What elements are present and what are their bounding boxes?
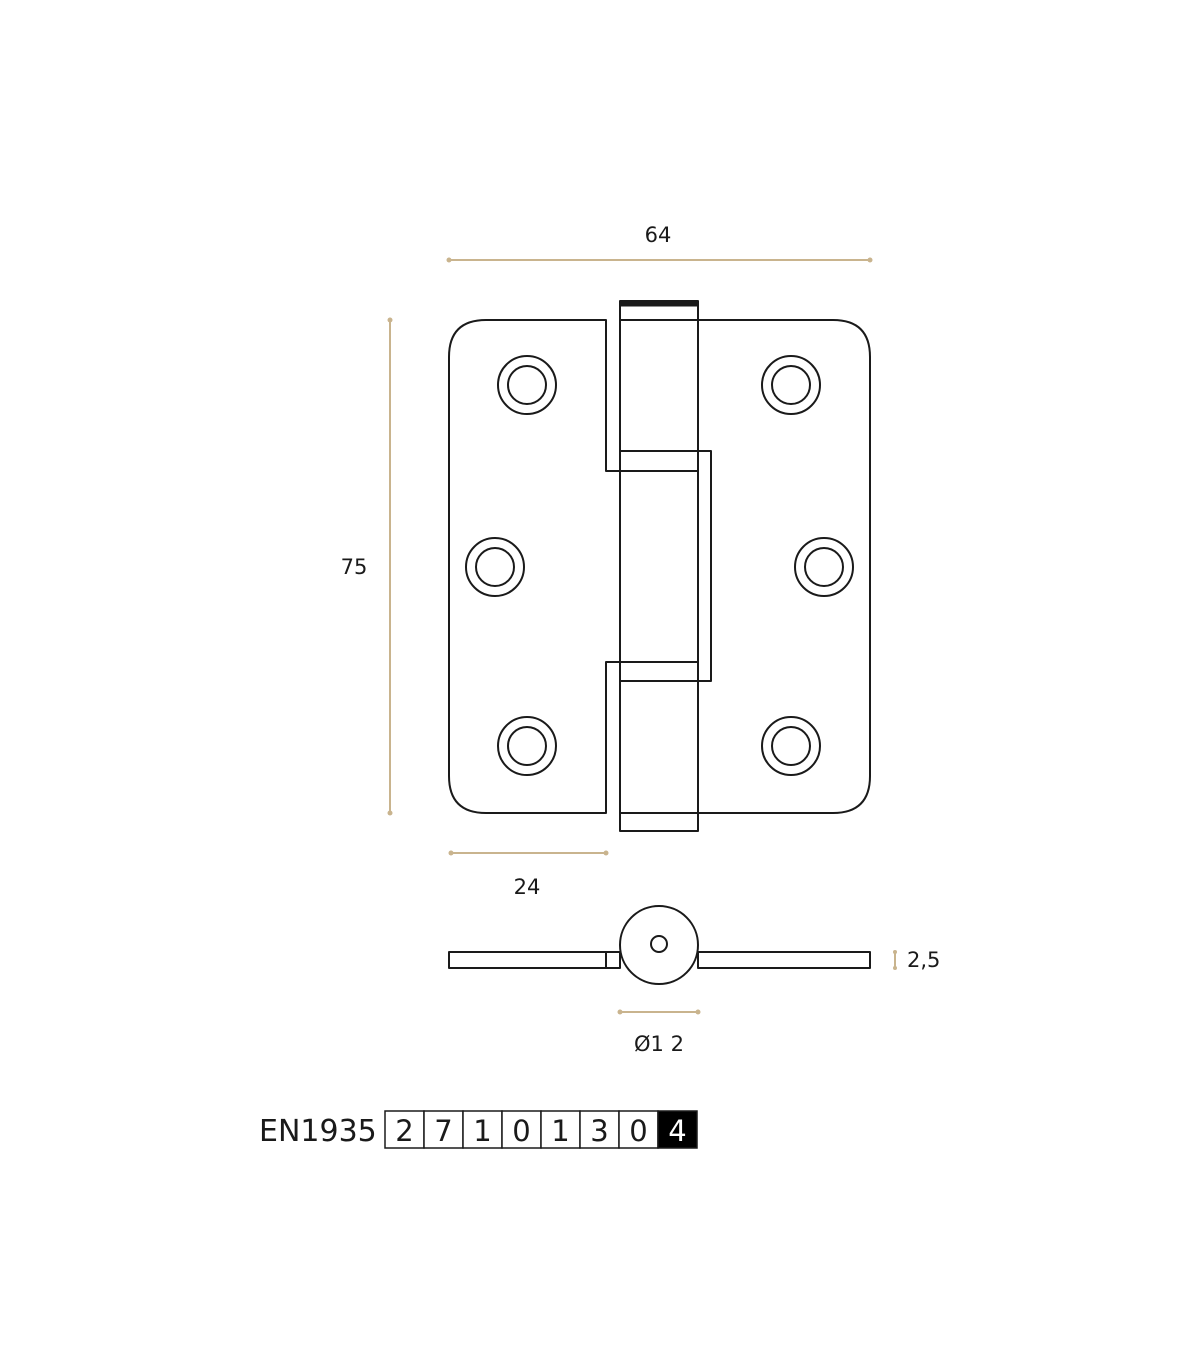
screw-hole — [794, 537, 854, 597]
dimension-width: 64 — [446, 223, 873, 263]
code-digit: 2 — [395, 1114, 413, 1148]
dimension-height-label: 75 — [341, 555, 368, 579]
right-leaf — [697, 319, 871, 814]
left-leaf — [448, 319, 621, 814]
screw-hole — [465, 537, 525, 597]
dimension-leaf-width-label: 24 — [514, 875, 541, 899]
dimension-thickness: 2,5 — [893, 948, 940, 972]
middle-knuckle — [620, 450, 712, 682]
hinge-front-view — [448, 300, 871, 832]
code-digit: 0 — [629, 1114, 647, 1148]
code-digit: 1 — [473, 1114, 491, 1148]
dimension-width-label: 64 — [645, 223, 672, 247]
code-cell — [579, 1110, 620, 1149]
hinge-side-view — [448, 905, 871, 985]
code-cell-highlighted — [657, 1110, 698, 1149]
code-digit: 1 — [551, 1114, 569, 1148]
code-cell — [501, 1110, 542, 1149]
certification-standard-label: EN1935 — [259, 1114, 377, 1149]
code-cell — [540, 1110, 581, 1149]
code-cell — [423, 1110, 464, 1149]
screw-hole — [497, 716, 557, 776]
code-cell — [462, 1110, 503, 1149]
code-digit: 3 — [590, 1114, 608, 1148]
side-leaf-left — [448, 951, 621, 969]
knuckle-column — [619, 300, 699, 832]
side-knuckle — [619, 905, 699, 985]
dimension-height: 75 — [341, 317, 393, 816]
dimension-diameter: Ø1 2 — [617, 1009, 701, 1056]
code-cell — [384, 1110, 425, 1149]
side-pin-hole — [650, 935, 668, 953]
dimension-diameter-label: Ø1 2 — [634, 1032, 684, 1056]
code-digit: 0 — [512, 1114, 530, 1148]
code-digit: 7 — [434, 1114, 452, 1148]
side-leaf-right — [697, 951, 871, 969]
dimension-thickness-label: 2,5 — [907, 948, 940, 972]
screw-hole — [761, 716, 821, 776]
screw-hole — [761, 355, 821, 415]
screw-hole — [497, 355, 557, 415]
code-digit: 4 — [668, 1114, 686, 1148]
dimension-leaf-width: 24 — [448, 850, 609, 899]
